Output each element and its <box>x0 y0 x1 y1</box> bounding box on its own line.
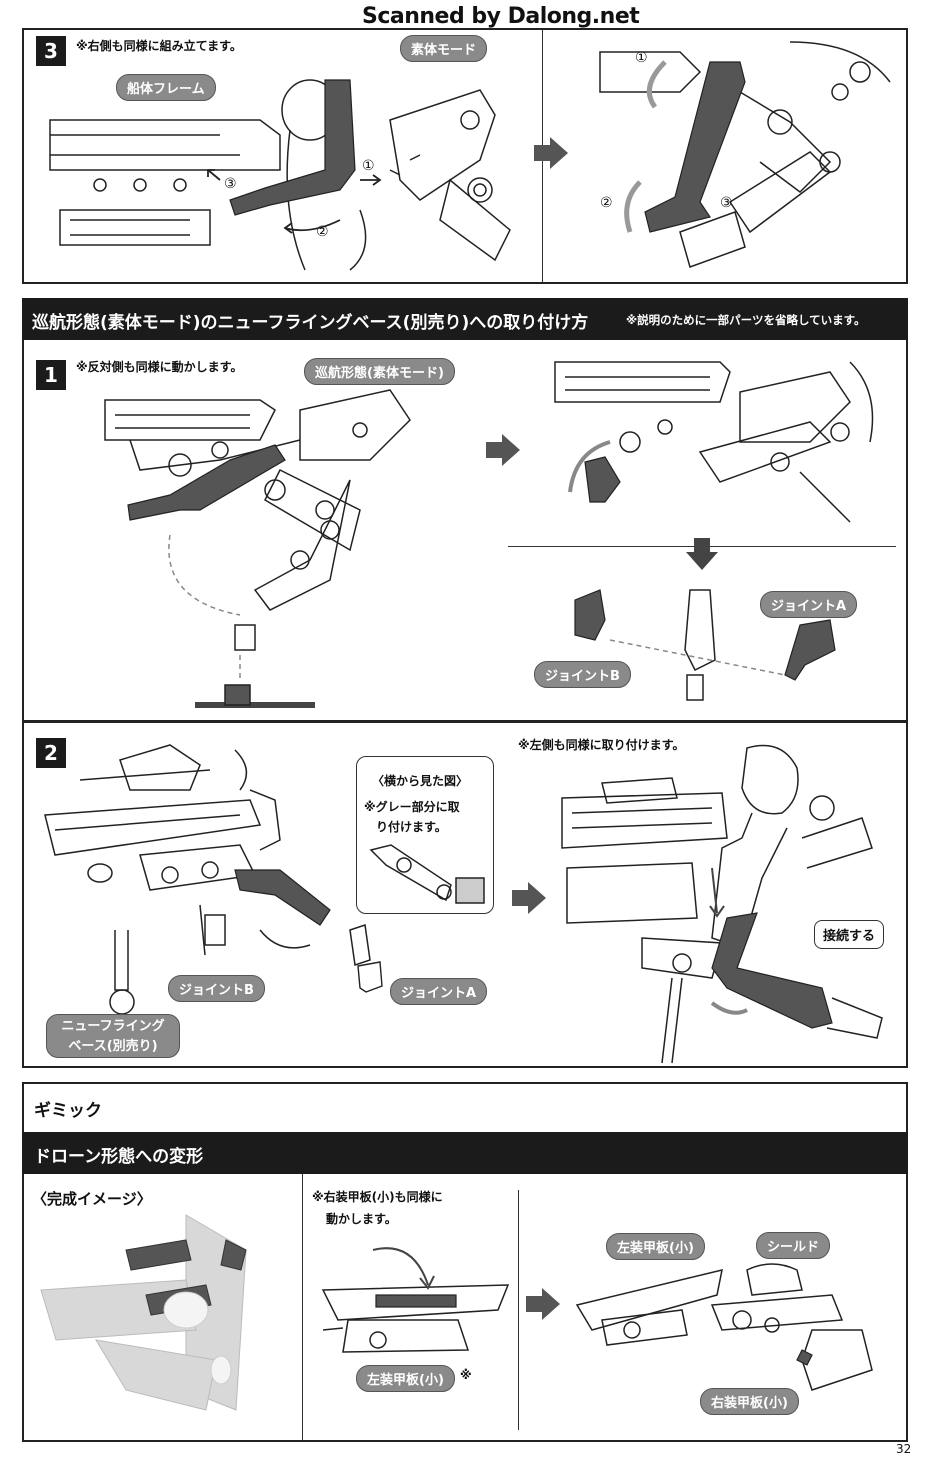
cruise-step1-number: 1 <box>36 360 66 390</box>
page-number: 32 <box>896 1442 912 1456</box>
gimmick-subtitle: ドローン形態への変形 <box>34 1147 204 1167</box>
cruise-step1-panel <box>22 340 908 722</box>
gimmick-divider-2 <box>518 1190 519 1430</box>
side-view-title: 〈横から見た図〉 <box>372 774 469 788</box>
label-joint-b-2: ジョイントB <box>168 975 265 1002</box>
section-cruise-title: 巡航形態(素体モード)のニューフライングベース(別売り)への取り付け方 <box>32 313 589 333</box>
joint-a-small <box>357 961 383 993</box>
svg-text:①: ① <box>362 158 375 174</box>
step3-illustration-right: ① ② ③ <box>599 41 891 268</box>
gimmick-divider <box>302 1174 303 1440</box>
gimmick-illustration-mid <box>321 1247 510 1353</box>
label-hull-frame: 船体フレーム <box>116 74 216 101</box>
side-view-line1: ※グレー部分に取 <box>364 800 460 814</box>
step3-number: 3 <box>36 36 66 66</box>
cruise-step2-number: 2 <box>36 738 66 768</box>
svg-text:②: ② <box>600 195 613 211</box>
gimmick-subtitle-band <box>22 1132 908 1174</box>
section-cruise-header <box>22 298 908 340</box>
label-left-armor-2: 左装甲板(小) <box>606 1233 705 1260</box>
label-right-armor: 右装甲板(小) <box>700 1388 799 1415</box>
gimmick-illustration-right <box>575 1263 873 1391</box>
svg-text:③: ③ <box>224 176 237 192</box>
label-cruise-mode: 巡航形態(素体モード) <box>304 358 455 385</box>
complete-image-illustration <box>40 1214 247 1411</box>
label-joint-a: ジョイントA <box>760 591 858 618</box>
label-flying-base: ニューフライング ベース(別売り) <box>46 1014 180 1058</box>
side-view-line2: り付けます。 <box>376 820 447 834</box>
cruise-step1-note: ※反対側も同様に動かします。 <box>76 360 243 374</box>
svg-text:①: ① <box>635 50 648 66</box>
gimmick-arrow <box>526 1288 560 1320</box>
cruise-step1-illustration-left <box>104 389 411 708</box>
complete-image-label: 〈完成イメージ〉 <box>32 1190 152 1208</box>
svg-text:③: ③ <box>720 195 733 211</box>
label-body-mode: 素体モード <box>400 35 488 62</box>
cruise-step2-illustration-left <box>44 744 371 1015</box>
label-left-armor: 左装甲板(小) <box>356 1365 455 1392</box>
label-flying-base-line1: ニューフライング <box>61 1019 165 1034</box>
gimmick-note-line1: ※右装甲板(小)も同様に <box>312 1190 443 1204</box>
cruise-step2-arrow <box>512 882 546 914</box>
section-cruise-note: ※説明のために一部パーツを省略しています。 <box>626 313 866 327</box>
step3-note: ※右側も同様に組み立てます。 <box>76 39 242 53</box>
label-joint-a-2: ジョイントA <box>390 978 488 1005</box>
step3-next-arrow <box>534 137 568 169</box>
cruise-step1-arrow <box>486 434 520 466</box>
step3-panel <box>22 28 908 284</box>
joints-illustration <box>574 589 836 701</box>
gimmick-note-line2: 動かします。 <box>326 1212 397 1226</box>
step3-illustration-left: ① ② ③ <box>49 79 511 271</box>
side-view-part <box>369 844 485 904</box>
cruise-step2-note-left: ※左側も同様に取り付けます。 <box>518 738 685 752</box>
label-joint-b: ジョイントB <box>534 661 631 688</box>
watermark: Scanned by Dalong.net <box>362 4 640 29</box>
label-connect: 接続する <box>814 920 885 949</box>
cruise-step1-illustration-right <box>554 361 874 523</box>
cruise-step2-illustration-right <box>561 744 883 1064</box>
cruise-step1-down-arrow <box>686 538 718 570</box>
gimmick-title: ギミック <box>34 1101 102 1121</box>
svg-text:②: ② <box>316 224 329 240</box>
label-shield: シールド <box>756 1232 831 1259</box>
label-flying-base-line2: ベース(別売り) <box>68 1039 158 1054</box>
left-armor-asterisk: ※ <box>460 1368 472 1382</box>
